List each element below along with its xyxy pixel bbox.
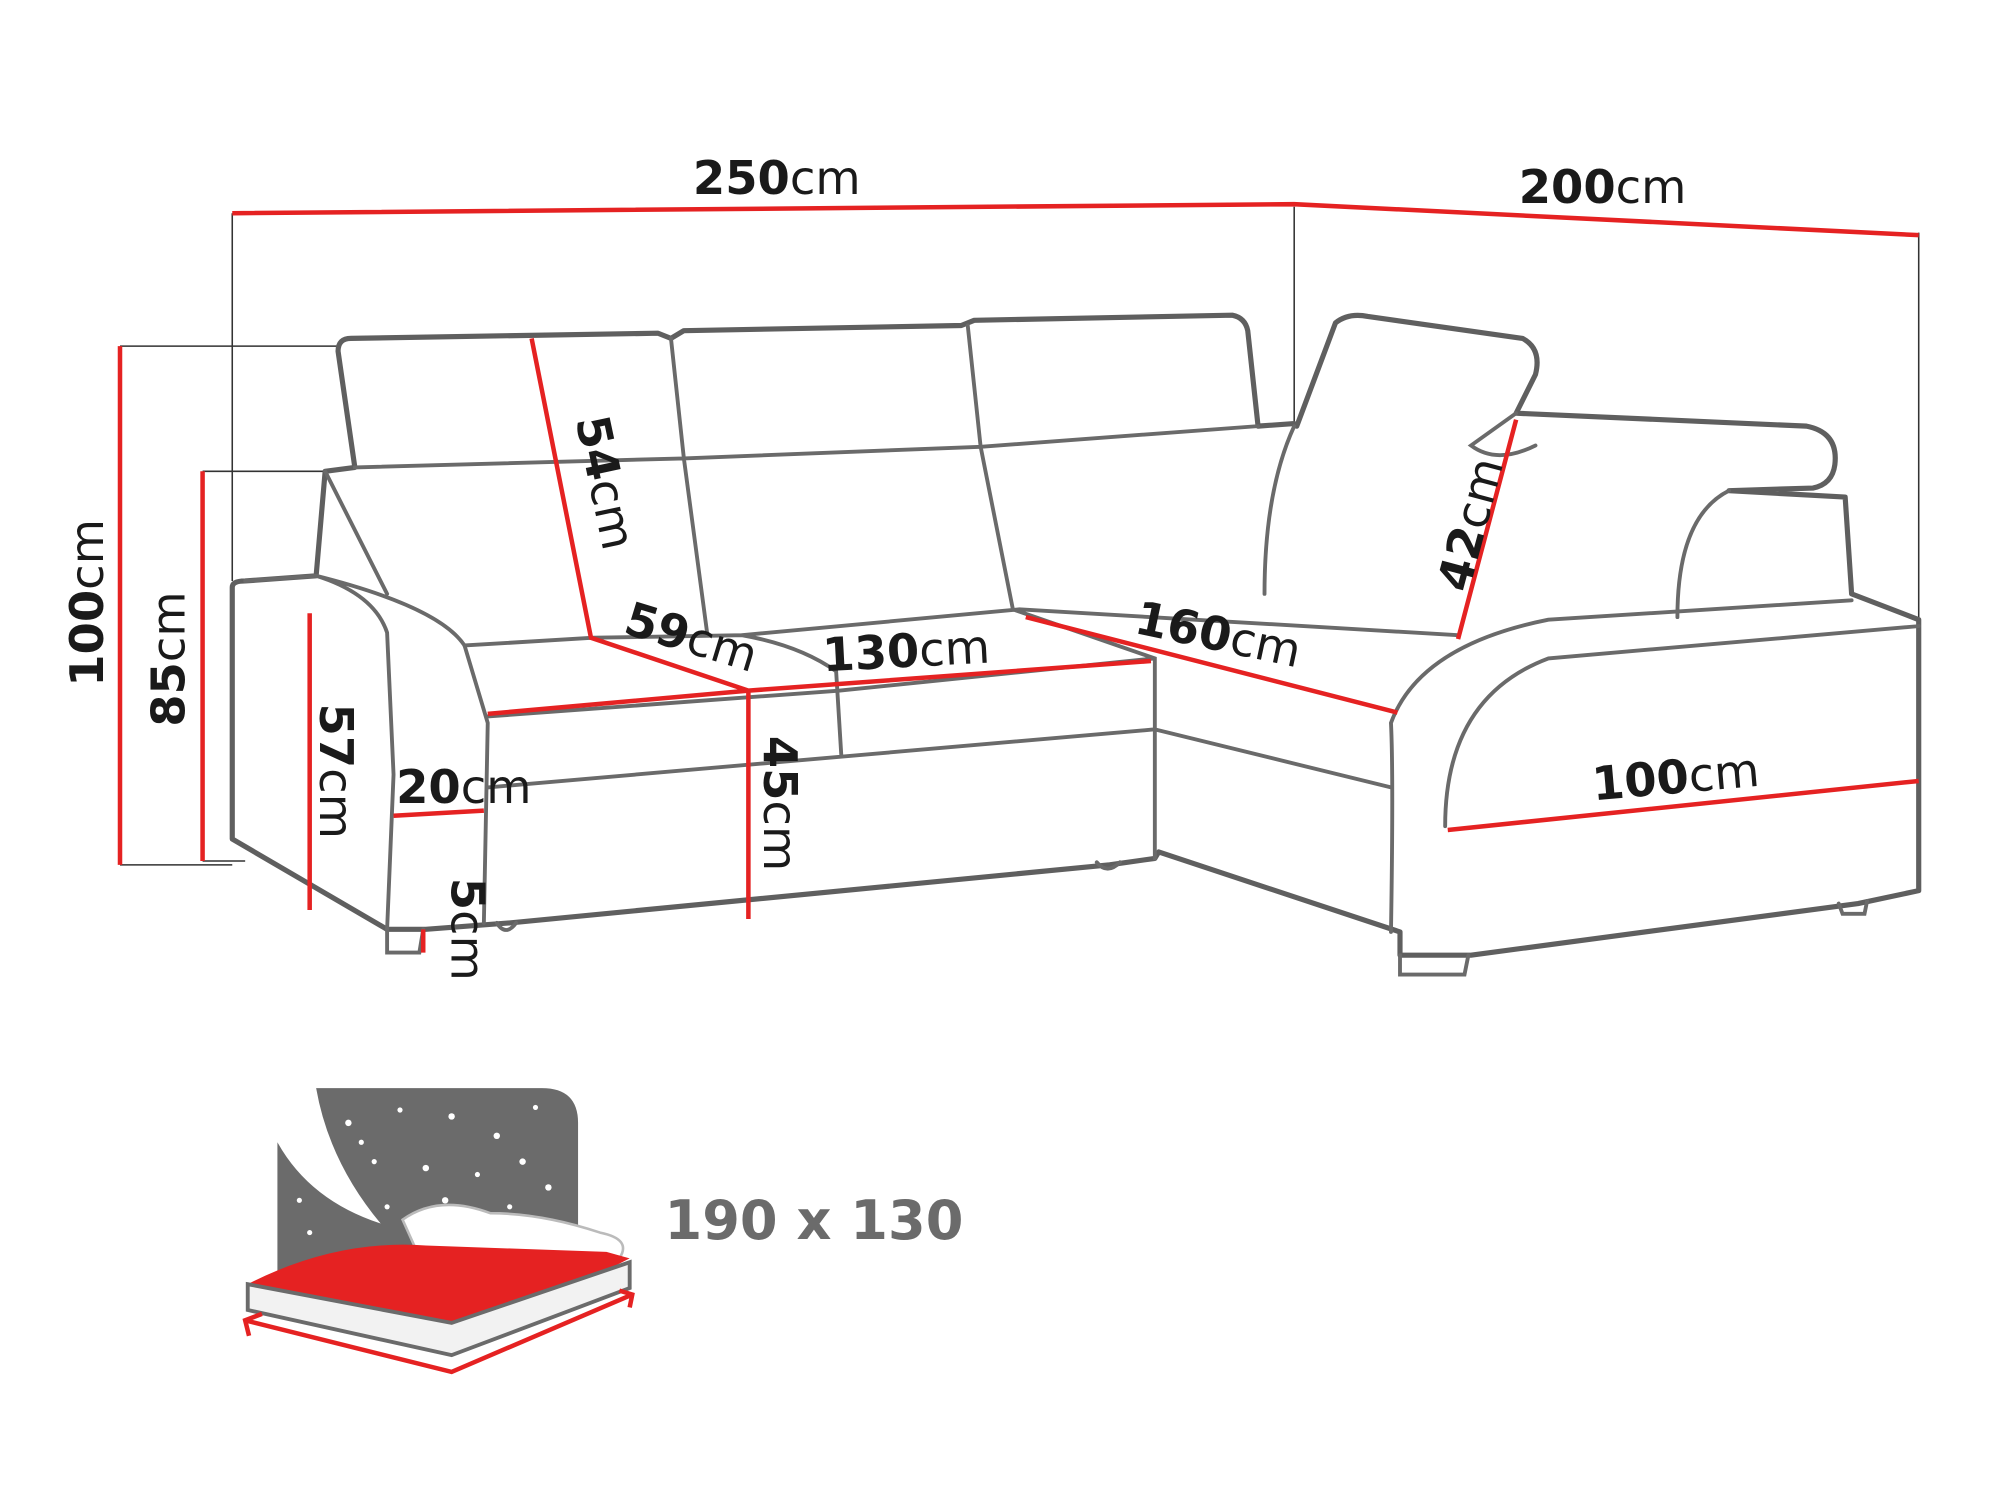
label-height: 100cm [60,519,114,687]
label-total-width: 250cm [693,151,861,205]
stars-icon [296,1104,552,1236]
label-back-height: 85cm [142,591,196,726]
label-arm-height: 57cm [309,704,363,839]
bed-size: 190 x 130 [665,1189,964,1252]
sofa-outline [229,312,1922,977]
label-depth: 200cm [1519,160,1687,214]
label-seat-width: 130cm [821,620,991,683]
dimension-lines [117,201,1919,953]
label-chaise-width: 100cm [1590,743,1762,811]
label-seat-height: 45cm [753,736,807,871]
bed-icon [242,1088,635,1375]
extension-lines [120,206,1920,866]
label-arm-width: 20cm [396,760,531,814]
label-leg-height: 5cm [441,878,495,981]
